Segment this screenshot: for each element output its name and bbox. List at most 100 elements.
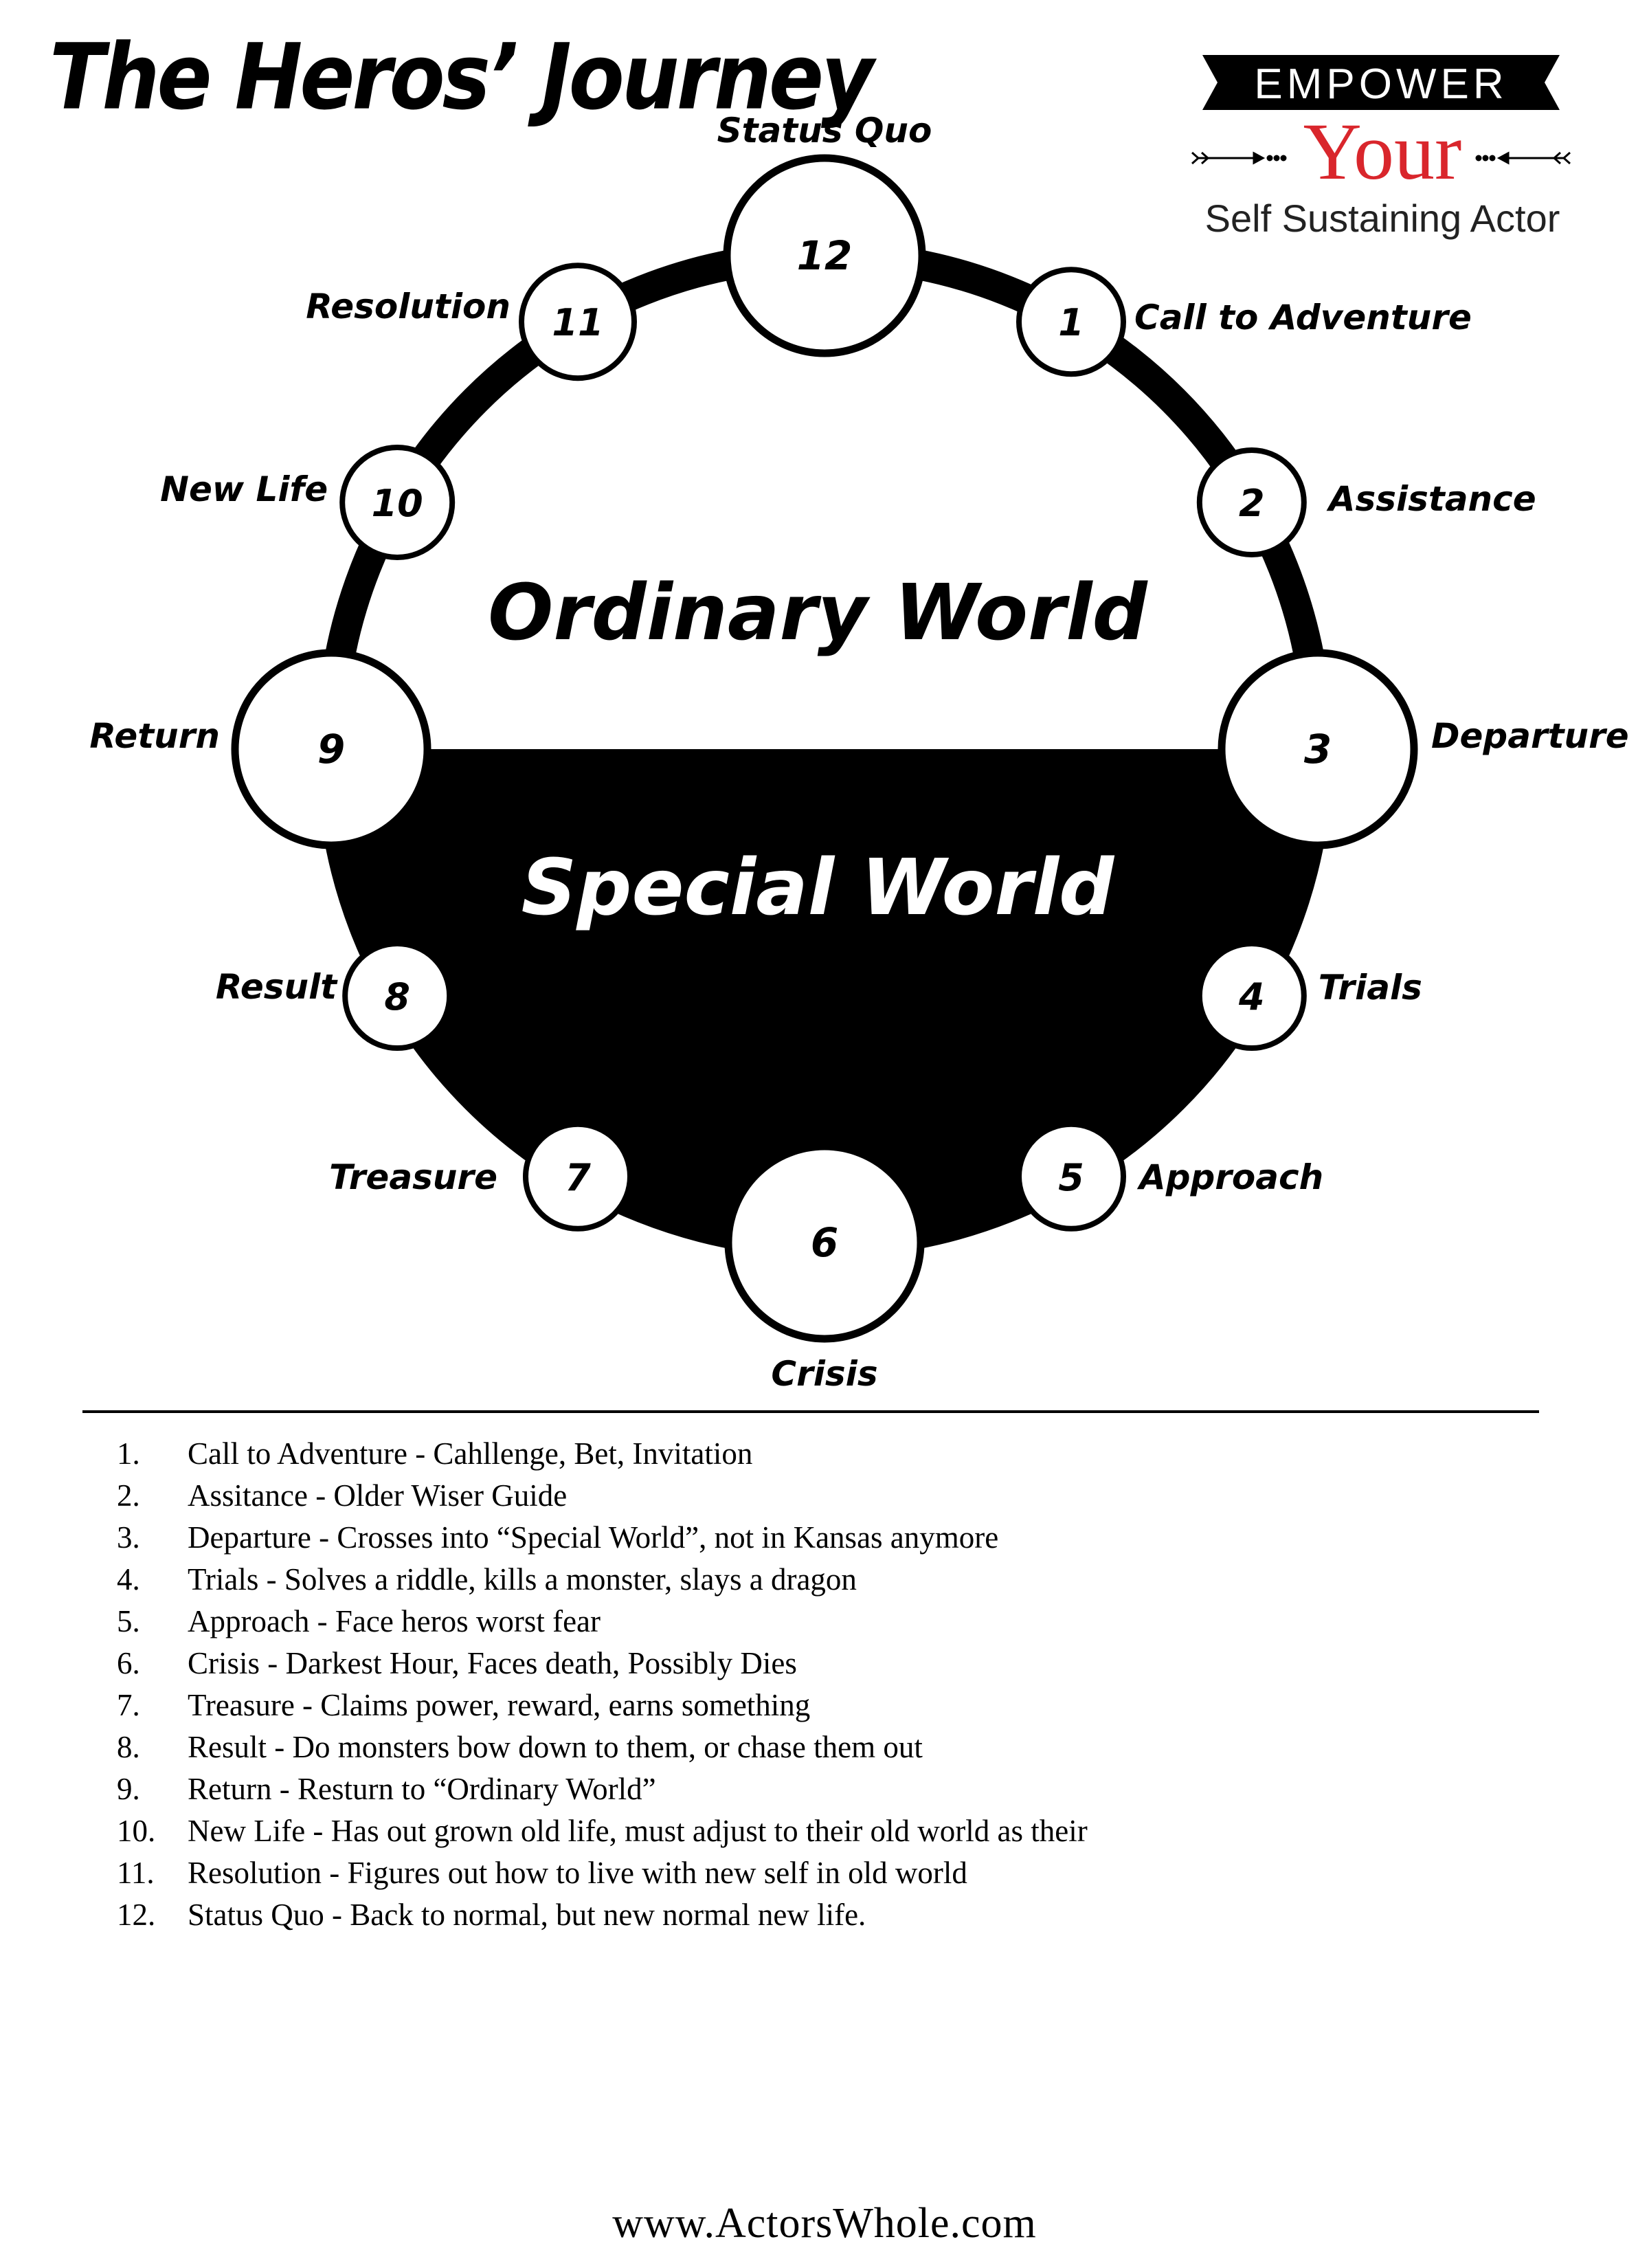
- legend-text: Call to Adventure - Cahllenge, Bet, Invi…: [188, 1436, 753, 1471]
- station-12: 12 Status Quo: [717, 111, 932, 357]
- legend-text: Assitance - Older Wiser Guide: [188, 1478, 568, 1513]
- logo-left-arrow-icon: [1191, 151, 1287, 165]
- station-node: [1016, 1121, 1126, 1232]
- legend-item: 5. Approach - Face heros worst fear: [117, 1601, 1491, 1643]
- page-title: The Heros’ Journey: [49, 23, 874, 130]
- legend-item: 12. Status Quo - Back to normal, but new …: [117, 1894, 1491, 1936]
- station-number: 2: [1239, 482, 1265, 525]
- station-number: 7: [565, 1156, 591, 1199]
- station-node: [1196, 941, 1307, 1051]
- legend-item: 2. Assitance - Older Wiser Guide: [117, 1475, 1491, 1517]
- legend-number: 4.: [117, 1562, 140, 1597]
- footer-url: www.ActorsWhole.com: [612, 2200, 1037, 2247]
- legend-number: 2.: [117, 1478, 140, 1513]
- station-node: [1218, 649, 1418, 849]
- logo-banner: [1202, 55, 1560, 110]
- station-label: Assistance: [1326, 479, 1536, 519]
- legend-number: 12.: [117, 1898, 156, 1932]
- station-node: [342, 941, 453, 1051]
- station-number: 4: [1238, 975, 1265, 1019]
- legend-item: 8. Result - Do monsters bow down to them,…: [117, 1726, 1491, 1768]
- legend-item: 6. Crisis - Darkest Hour, Faces death, Po…: [117, 1643, 1491, 1685]
- station-11: 11 Resolution: [306, 263, 637, 381]
- legend-item: 7. Treasure - Claims power, reward, earns…: [117, 1685, 1491, 1726]
- station-number: 11: [552, 301, 603, 344]
- station-node: [519, 263, 637, 381]
- station-node: [723, 154, 926, 357]
- station-label: Resolution: [306, 287, 511, 326]
- station-1: 1 Call to Adventure: [1016, 267, 1472, 377]
- station-5: 5 Approach: [1016, 1121, 1323, 1232]
- legend-text: Approach - Face heros worst fear: [188, 1604, 601, 1638]
- station-number: 6: [811, 1219, 838, 1266]
- station-8: 8 Result: [216, 941, 453, 1051]
- station-number: 8: [384, 975, 410, 1019]
- station-node: [1196, 447, 1307, 557]
- legend-number: 5.: [117, 1604, 140, 1638]
- station-number: 10: [372, 482, 423, 525]
- stage-legend: 1. Call to Adventure - Cahllenge, Bet, In…: [117, 1433, 1491, 1936]
- journey-diagram: Ordinary World Special World 1 Call to Ad…: [89, 111, 1628, 1394]
- station-9: 9 Return: [89, 649, 431, 849]
- legend-number: 7.: [117, 1688, 140, 1722]
- station-2: 2 Assistance: [1196, 447, 1536, 557]
- legend-item: 9. Return - Resturn to “Ordinary World”: [117, 1768, 1491, 1810]
- station-label: Crisis: [771, 1354, 877, 1394]
- journey-stations: 1 Call to Adventure 2 Assistance 3 Departure 4…: [89, 111, 1628, 1394]
- station-4: 4 Trials: [1196, 941, 1422, 1051]
- logo-tagline: Self Sustaining Actor: [1205, 197, 1560, 240]
- legend-text: Departure - Crosses into “Special World”…: [188, 1520, 999, 1555]
- station-3: 3 Departure: [1218, 649, 1629, 849]
- logo-your-text: Your: [1303, 107, 1462, 197]
- special-world-label: Special World: [521, 843, 1116, 933]
- station-node: [523, 1121, 633, 1232]
- station-number: 3: [1304, 726, 1332, 772]
- section-divider: [82, 1410, 1539, 1413]
- station-label: Departure: [1431, 716, 1629, 756]
- legend-item: 1. Call to Adventure - Cahllenge, Bet, In…: [117, 1433, 1491, 1475]
- legend-item: 4. Trials - Solves a riddle, kills a mons…: [117, 1559, 1491, 1601]
- legend-item: 3. Departure - Crosses into “Special Worl…: [117, 1517, 1491, 1559]
- legend-text: Status Quo - Back to normal, but new nor…: [188, 1898, 866, 1932]
- station-label: Treasure: [329, 1157, 497, 1197]
- legend-item: 10. New Life - Has out grown old life, mu…: [117, 1810, 1491, 1852]
- legend-number: 8.: [117, 1730, 140, 1764]
- legend-number: 6.: [117, 1646, 140, 1680]
- legend-text: Trials - Solves a riddle, kills a monste…: [188, 1562, 857, 1597]
- station-node: [724, 1142, 925, 1343]
- station-number: 5: [1058, 1156, 1084, 1199]
- legend-text: Crisis - Darkest Hour, Faces death, Poss…: [188, 1646, 797, 1680]
- station-7: 7 Treasure: [329, 1121, 633, 1232]
- legend-number: 9.: [117, 1772, 140, 1806]
- station-node: [231, 649, 431, 849]
- station-label: New Life: [160, 469, 328, 509]
- legend-text: New Life - Has out grown old life, must …: [188, 1814, 1088, 1848]
- empower-logo: EMPOWER Your Self Sustaining Actor: [1191, 55, 1571, 240]
- legend-text: Resolution - Figures out how to live wit…: [188, 1856, 967, 1890]
- station-label: Approach: [1136, 1157, 1323, 1197]
- station-label: Result: [216, 967, 338, 1007]
- legend-number: 1.: [117, 1436, 140, 1471]
- station-number: 12: [797, 232, 853, 279]
- ordinary-world-label: Ordinary World: [488, 568, 1149, 658]
- station-number: 9: [317, 726, 345, 772]
- station-label: Call to Adventure: [1134, 298, 1472, 337]
- legend-number: 11.: [117, 1856, 155, 1890]
- station-node: [339, 445, 456, 560]
- station-label: Return: [89, 716, 220, 756]
- logo-right-arrow-icon: [1475, 151, 1571, 165]
- legend-text: Treasure - Claims power, reward, earns s…: [188, 1688, 811, 1722]
- legend-number: 3.: [117, 1520, 140, 1555]
- station-number: 1: [1058, 301, 1084, 344]
- logo-empower-text: EMPOWER: [1254, 60, 1507, 108]
- legend-text: Return - Resturn to “Ordinary World”: [188, 1772, 656, 1806]
- legend-text: Result - Do monsters bow down to them, o…: [188, 1730, 923, 1764]
- special-world-area: [331, 749, 1318, 1243]
- station-node: [1016, 267, 1126, 377]
- station-label: Trials: [1319, 968, 1422, 1008]
- legend-item: 11. Resolution - Figures out how to live …: [117, 1852, 1491, 1894]
- station-label: Status Quo: [717, 111, 932, 151]
- legend-number: 10.: [117, 1814, 156, 1848]
- station-10: 10 New Life: [160, 445, 456, 560]
